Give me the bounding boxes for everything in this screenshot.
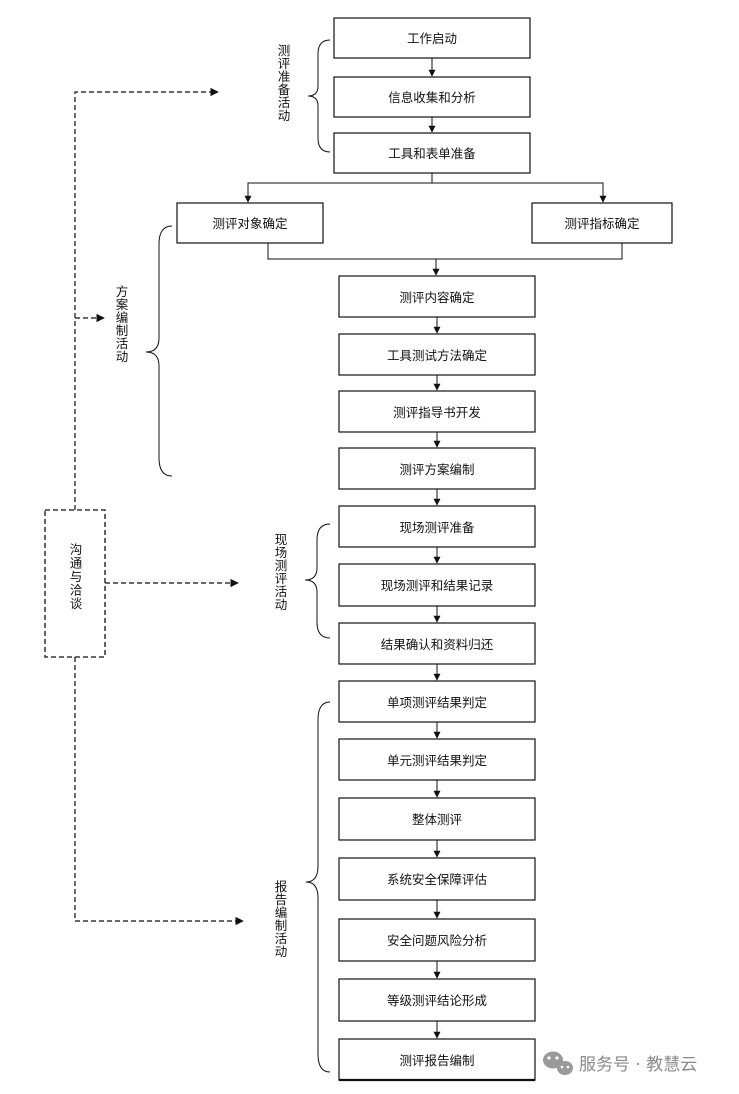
- step-box-info-collection: [333, 76, 531, 118]
- split-connector: [244, 173, 433, 203]
- step-label-security-assurance: 系统安全保障评估: [387, 872, 487, 887]
- phase-label-onsite: 现场测评活动: [273, 533, 288, 611]
- step-label-info-collection: 信息收集和分析: [388, 90, 476, 105]
- step-label-guide-development: 测评指导书开发: [393, 405, 481, 420]
- split-connector: [432, 182, 607, 203]
- step-label-result-confirm: 结果确认和资料归还: [381, 637, 494, 652]
- step-label-overall-eval: 整体测评: [412, 812, 462, 827]
- step-label-indicator-determination: 测评指标确定: [564, 216, 639, 231]
- step-label-target-determination: 测评对象确定: [212, 216, 287, 231]
- step-label-report-compilation: 测评报告编制: [399, 1053, 474, 1068]
- phase-brace-report: [305, 701, 331, 1073]
- step-box-unit-judgment: [338, 738, 536, 781]
- phase-label-prep: 测评准备活动: [276, 44, 291, 122]
- phase-brace-plan: [145, 225, 173, 477]
- watermark-text: 服务号 · 教慧云: [579, 1055, 697, 1075]
- step-box-onsite-prep: [338, 505, 536, 548]
- step-label-conclusion: 等级测评结论形成: [387, 993, 487, 1008]
- step-box-indicator-determination: [531, 202, 673, 244]
- merge-connector: [267, 243, 623, 260]
- step-box-work-start: [333, 17, 531, 59]
- step-label-work-start: 工作启动: [407, 31, 457, 46]
- step-label-content-determination: 测评内容确定: [399, 290, 474, 305]
- step-label-unit-judgment: 单元测评结果判定: [387, 753, 487, 768]
- phase-brace-prep: [307, 39, 331, 153]
- step-label-single-item-judgment: 单项测评结果判定: [387, 695, 487, 710]
- watermark: 服务号 · 教慧云: [543, 1051, 697, 1075]
- step-box-single-item-judgment: [338, 680, 536, 723]
- phase-label-report: 报告编制活动: [273, 879, 288, 958]
- dashed-connector-report: [74, 657, 244, 926]
- communication-label: 沟通与洽谈: [68, 543, 83, 611]
- phase-brace-onsite: [304, 523, 331, 639]
- step-box-report-compilation: [338, 1038, 536, 1081]
- step-box-conclusion: [338, 978, 536, 1022]
- step-label-plan-compilation: 测评方案编制: [399, 462, 474, 477]
- dashed-connector-prep: [74, 87, 219, 510]
- wechat-icon: [543, 1051, 573, 1075]
- step-box-guide-development: [338, 390, 536, 433]
- step-label-onsite-prep: 现场测评准备: [399, 520, 475, 535]
- step-box-tool-form-prep: [333, 132, 531, 174]
- phase-label-plan: 方案编制活动: [114, 284, 129, 363]
- step-box-target-determination: [176, 202, 324, 244]
- step-box-tool-test-method: [338, 333, 536, 376]
- step-label-tool-form-prep: 工具和表单准备: [388, 146, 476, 161]
- step-box-onsite-eval-record: [338, 563, 536, 607]
- step-box-security-assurance: [338, 857, 536, 901]
- step-box-result-confirm: [338, 622, 536, 665]
- step-label-tool-test-method: 工具测试方法确定: [387, 348, 487, 363]
- step-label-risk-analysis: 安全问题风险分析: [387, 933, 487, 948]
- step-label-onsite-eval-record: 现场测评和结果记录: [381, 578, 494, 593]
